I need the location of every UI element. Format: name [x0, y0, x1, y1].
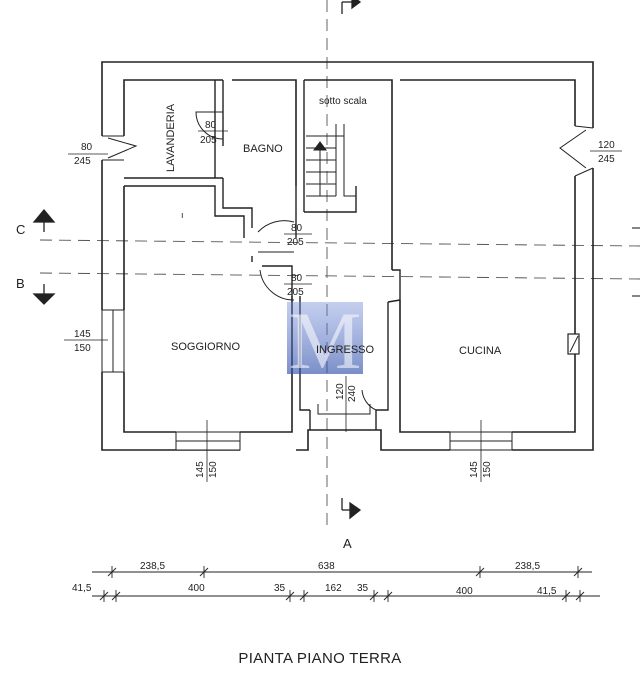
svg-text:240: 240 — [347, 385, 358, 402]
svg-text:150: 150 — [74, 343, 91, 354]
svg-text:145: 145 — [469, 461, 480, 478]
room-label-sotto-scala: sotto scala — [319, 96, 367, 107]
dimension-row2-6: 41,5 — [537, 586, 557, 597]
svg-text:80: 80 — [81, 142, 93, 153]
svg-text:150: 150 — [482, 461, 493, 478]
section-a-top-marker — [341, 0, 362, 14]
exterior-walls — [101, 61, 594, 451]
cucina-window-dimension: 120 245 — [590, 140, 622, 165]
section-label-a: A — [343, 536, 352, 551]
hall-door-bottom-dimension: 80 205 — [284, 273, 312, 298]
svg-text:M: M — [289, 295, 362, 386]
dimension-chain-2 — [92, 590, 600, 602]
svg-text:80: 80 — [205, 120, 217, 131]
svg-text:245: 245 — [74, 156, 91, 167]
windows — [101, 125, 594, 451]
soggiorno-mark: ı — [181, 210, 184, 220]
dimension-row1-1: 638 — [318, 561, 335, 572]
dimension-row2-3: 162 — [325, 583, 342, 594]
interior-walls — [124, 80, 401, 430]
svg-text:205: 205 — [200, 135, 217, 146]
svg-text:245: 245 — [598, 154, 615, 165]
section-right-marker — [632, 227, 640, 297]
svg-text:205: 205 — [287, 287, 304, 298]
dimension-chain-1 — [92, 566, 592, 578]
cucina-window-bottom-dimension: 145 150 — [469, 420, 493, 482]
dimension-row2-2: 35 — [274, 583, 286, 594]
section-label-c: C — [16, 222, 25, 237]
dimension-row1-0: 238,5 — [140, 561, 165, 572]
opening-dimensions: 80 245 80 205 120 245 80 205 80 205 145 … — [64, 120, 622, 482]
section-c-marker — [32, 208, 56, 232]
svg-text:205: 205 — [287, 237, 304, 248]
entrance-door-dimension: 120 240 — [335, 376, 358, 432]
plan-title: PIANTA PIANO TERRA — [238, 650, 402, 667]
dimension-row2-1: 400 — [188, 583, 205, 594]
soggiorno-window-bottom-dimension: 145 150 — [195, 420, 219, 482]
staircase — [306, 124, 356, 197]
section-a-bottom-marker — [341, 498, 362, 520]
dimension-row2-0: 41,5 — [72, 583, 92, 594]
door-swings — [195, 111, 377, 415]
dimension-row1-2: 238,5 — [515, 561, 540, 572]
svg-text:120: 120 — [598, 140, 615, 151]
svg-text:150: 150 — [208, 461, 219, 478]
room-label-bagno: BAGNO — [243, 143, 283, 155]
svg-text:120: 120 — [335, 383, 346, 400]
room-label-lavanderia: LAVANDERIA — [165, 103, 177, 172]
svg-text:145: 145 — [195, 461, 206, 478]
hall-door-top-dimension: 80 205 — [284, 223, 312, 248]
room-label-cucina: CUCINA — [459, 345, 502, 357]
svg-text:80: 80 — [291, 223, 303, 234]
section-b-marker — [32, 284, 56, 305]
lavanderia-window-dimension: 80 245 — [68, 142, 108, 167]
svg-text:145: 145 — [74, 329, 91, 340]
room-label-ingresso: INGRESSO — [316, 344, 375, 356]
dimension-row2-4: 35 — [357, 583, 369, 594]
room-label-soggiorno: SOGGIORNO — [171, 341, 241, 353]
watermark-logo: M — [287, 295, 363, 386]
bagno-door-dimension: 80 205 — [198, 120, 228, 146]
svg-text:80: 80 — [291, 273, 303, 284]
dimension-row2-5: 400 — [456, 586, 473, 597]
soggiorno-window-left-dimension: 145 150 — [64, 329, 108, 354]
section-label-b: B — [16, 276, 25, 291]
section-lines — [39, 0, 640, 530]
